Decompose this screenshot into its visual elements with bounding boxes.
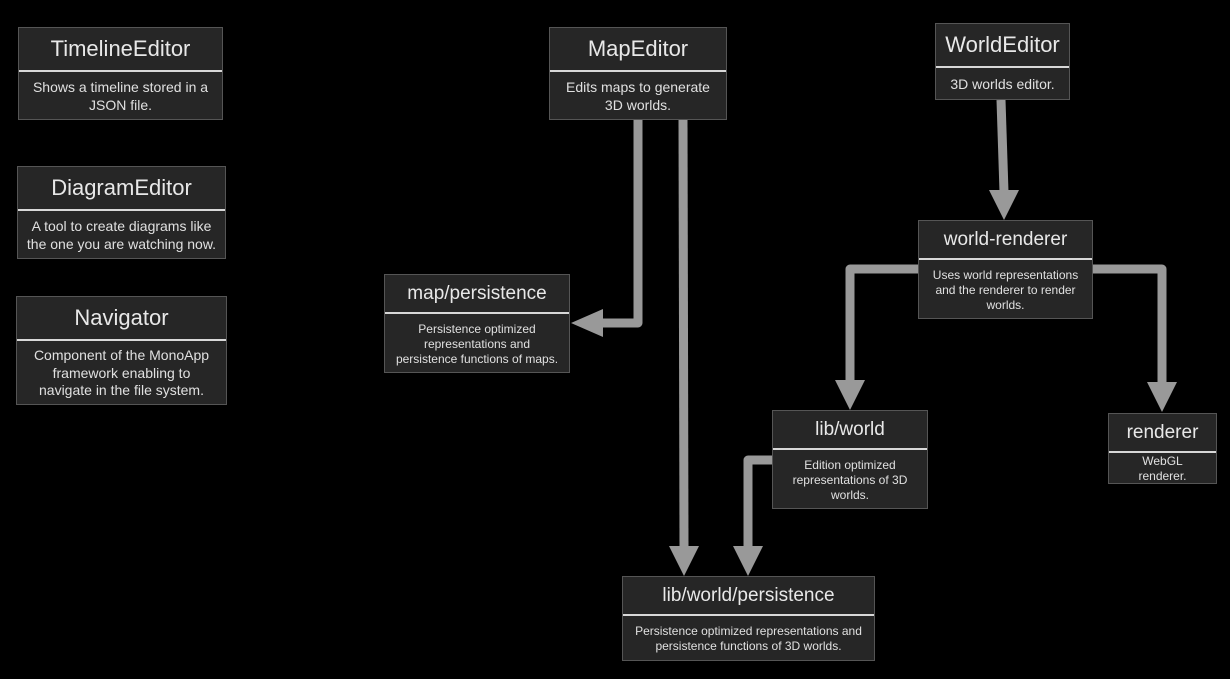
arrowhead-world-renderer [989, 190, 1019, 220]
node-diagram-editor[interactable]: DiagramEditor A tool to create diagrams … [17, 166, 226, 259]
edge-world-renderer-to-renderer [1092, 264, 1167, 384]
node-description: Persistence optimized representations an… [635, 624, 862, 653]
node-description: WebGL renderer. [1138, 454, 1187, 483]
node-title: MapEditor [550, 28, 726, 72]
node-map-editor[interactable]: MapEditor Edits maps to generate 3D worl… [549, 27, 727, 120]
node-navigator[interactable]: Navigator Component of the MonoApp frame… [16, 296, 227, 405]
edge-mapeditor-to-lib-world-persistence [678, 119, 689, 549]
node-lib-world[interactable]: lib/world Edition optimized representati… [772, 410, 928, 509]
node-title: Navigator [17, 297, 226, 341]
node-title: lib/world [773, 411, 927, 450]
node-timeline-editor[interactable]: TimelineEditor Shows a timeline stored i… [18, 27, 223, 120]
node-lib-world-persistence[interactable]: lib/world/persistence Persistence optimi… [622, 576, 875, 661]
arrowhead-lib-world [835, 380, 865, 410]
node-title: map/persistence [385, 275, 569, 314]
node-description: A tool to create diagrams like the one y… [26, 218, 217, 252]
node-description: Uses world representations and the rende… [932, 267, 1079, 312]
node-description: Component of the MonoApp framework enabl… [33, 347, 210, 399]
edge-mapeditor-to-map-persistence [600, 120, 643, 328]
node-title: renderer [1109, 414, 1216, 453]
node-map-persistence[interactable]: map/persistence Persistence optimized re… [384, 274, 570, 373]
arrowhead-renderer [1147, 382, 1177, 412]
node-renderer[interactable]: renderer WebGL renderer. [1108, 413, 1217, 484]
node-description: Edition optimized representations of 3D … [792, 457, 908, 502]
edge-lib-world-to-lib-world-persistence [743, 455, 772, 548]
node-title: lib/world/persistence [623, 577, 874, 616]
node-title: world-renderer [919, 221, 1092, 260]
node-world-renderer[interactable]: world-renderer Uses world representation… [918, 220, 1093, 319]
node-description: 3D worlds editor. [950, 75, 1055, 92]
arrowhead-lib-world-persistence-left [669, 546, 699, 576]
node-world-editor[interactable]: WorldEditor 3D worlds editor. [935, 23, 1070, 100]
node-title: DiagramEditor [18, 167, 225, 211]
node-description: Edits maps to generate 3D worlds. [566, 79, 710, 113]
node-title: TimelineEditor [19, 28, 222, 72]
arrowhead-map-persistence [571, 309, 603, 337]
edge-worldeditor-to-world-renderer [996, 99, 1009, 193]
node-description: Persistence optimized representations an… [395, 321, 559, 366]
node-title: WorldEditor [936, 24, 1069, 68]
node-description: Shows a timeline stored in a JSON file. [32, 79, 209, 113]
edge-world-renderer-to-lib-world [845, 264, 918, 382]
arrowhead-lib-world-persistence-right [733, 546, 763, 576]
